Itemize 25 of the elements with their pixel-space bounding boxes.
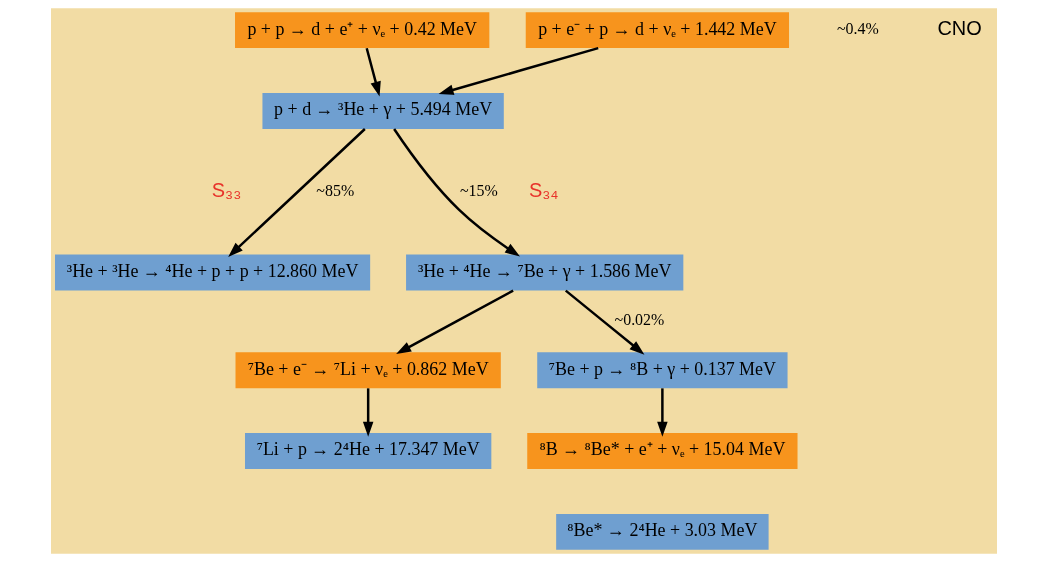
- arrow: [564, 289, 645, 355]
- arrow: [365, 47, 381, 97]
- label: CNO: [937, 17, 982, 40]
- arrow: [228, 128, 366, 257]
- edge-label: ~15%: [459, 181, 498, 199]
- node-box: ⁸B → ⁸Be* + e⁺ + νₑ + 15.04 MeV: [527, 433, 798, 469]
- edge-label: ~0.02%: [614, 311, 665, 329]
- node-box: p + d → ³He + γ + 5.494 MeV: [262, 93, 504, 129]
- arrow: [393, 128, 520, 257]
- arrow: [657, 388, 668, 437]
- node-box: ⁸Be* → 2⁴He + 3.03 MeV: [556, 513, 769, 550]
- edge-label: ~85%: [316, 181, 355, 199]
- arrow: [438, 46, 599, 95]
- node-box: ⁷Be + e⁻ → ⁷Li + νₑ + 0.862 MeV: [235, 352, 501, 389]
- label: S₃₄: [528, 178, 559, 201]
- node-box: ⁷Li + p → 2⁴He + 17.347 MeV: [245, 433, 492, 469]
- node-box: ⁷Be + p → ⁸B + γ + 0.137 MeV: [537, 352, 788, 389]
- node-label: ~0.4%: [836, 19, 879, 37]
- arrow: [396, 289, 514, 355]
- node-box: ³He + ³He → ⁴He + p + p + 12.860 MeV: [55, 254, 371, 291]
- node-box: p + e⁻ + p → d + νₑ + 1.442 MeV: [525, 12, 790, 49]
- node-box: p + p → d + e⁺ + νₑ + 0.42 MeV: [235, 12, 490, 49]
- label: S₃₃: [211, 178, 242, 201]
- node-box: ³He + ⁴He → ⁷Be + γ + 1.586 MeV: [406, 254, 684, 291]
- arrow: [362, 388, 374, 437]
